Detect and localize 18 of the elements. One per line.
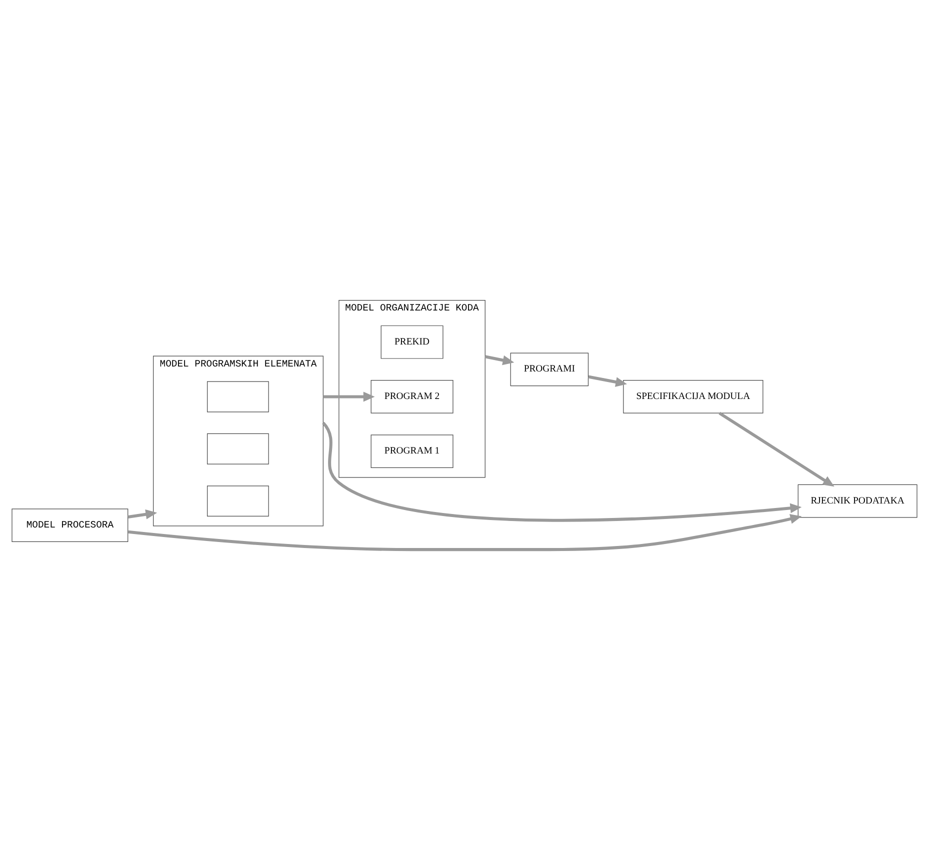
node-box: RJECNIK PODATAKA (798, 484, 918, 518)
arrow (322, 421, 802, 522)
node-box: PROGRAMI (510, 352, 589, 386)
arrow (323, 391, 375, 402)
node-box (207, 380, 269, 412)
node-box: PREKID (380, 324, 444, 358)
node-box (207, 485, 269, 516)
node-box (207, 432, 269, 464)
arrow (484, 354, 514, 365)
node-box: PROGRAM 2 (370, 380, 454, 413)
node-box: PROGRAM 1 (370, 434, 454, 468)
cluster: MODEL PROGRAMSKIH ELEMENATA (153, 355, 324, 526)
arrow (128, 508, 158, 519)
node-box: SPECIFIKACIJA MODULA (623, 380, 764, 413)
node-box: MODEL PROCESORA (12, 508, 128, 542)
arrow (588, 374, 628, 386)
arrow (128, 514, 802, 551)
arrow (718, 411, 834, 486)
